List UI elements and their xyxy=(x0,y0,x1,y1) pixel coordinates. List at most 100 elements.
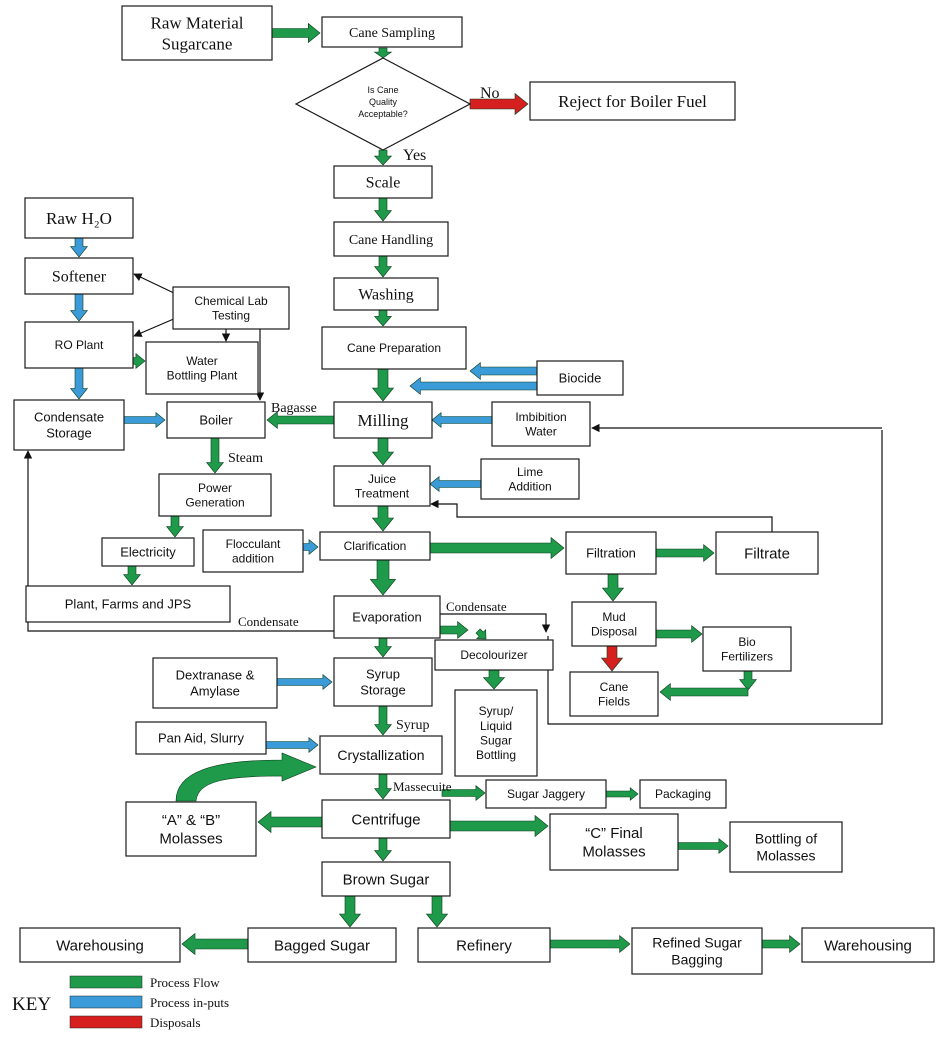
node-label: Evaporation xyxy=(352,610,421,625)
node-filtration: Filtration xyxy=(565,531,657,575)
node-label: Cane Handling xyxy=(349,233,433,248)
connector-lab-to-ro xyxy=(133,317,177,337)
flow-arrow xyxy=(371,505,395,532)
condensate-loop-line xyxy=(547,430,883,725)
node-label: Generation xyxy=(185,496,244,510)
node-softener: Softener xyxy=(24,257,134,295)
input-arrow xyxy=(69,367,89,400)
reject-arrow xyxy=(469,92,529,116)
flow-arrow xyxy=(549,934,631,954)
node-plant-farms: Plant, Farms and JPS xyxy=(25,585,231,623)
node-label: Mud xyxy=(602,610,625,624)
condensate-to-storage-line xyxy=(23,450,334,632)
input-arrow xyxy=(69,293,89,322)
flow-arrow xyxy=(373,837,393,862)
node-label: Amylase xyxy=(190,683,240,698)
node-label: Chemical Lab xyxy=(194,294,268,308)
node-label: Dextranase & xyxy=(176,668,255,683)
flow-arrow xyxy=(373,197,393,222)
node-label: Reject for Boiler Fuel xyxy=(558,92,707,111)
node-label: Softener xyxy=(52,269,107,286)
legend-item: Disposals xyxy=(150,1015,201,1030)
input-arrow xyxy=(123,411,166,429)
node-label: Cane Sampling xyxy=(349,26,435,41)
node-label: Electricity xyxy=(120,545,176,560)
flow-arrow xyxy=(373,309,393,327)
node-label: Testing xyxy=(212,309,250,323)
node-label: Bottling of xyxy=(755,830,817,846)
node-crystallization: Crystallization xyxy=(319,735,443,775)
flow-arrow xyxy=(338,895,362,928)
filtrate-return-line xyxy=(430,499,773,532)
node-label: Treatment xyxy=(355,487,410,501)
node-label: “A” & “B” xyxy=(162,812,220,829)
node-ro-plant: RO Plant xyxy=(24,321,134,369)
edge-label-no: No xyxy=(480,85,500,102)
flow-arrow xyxy=(449,814,549,838)
legend-swatch xyxy=(69,995,143,1009)
flow-arrow-bagasse xyxy=(266,410,335,430)
node-label: Sugarcane xyxy=(162,34,233,53)
connector-lab-to-softener xyxy=(133,273,177,295)
node-label: Milling xyxy=(357,411,409,430)
node-label: Boiler xyxy=(199,413,233,428)
node-label: Refined Sugar xyxy=(652,934,742,950)
legend-item: Process Flow xyxy=(150,975,220,990)
flow-arrow xyxy=(605,787,639,801)
edge-label-steam: Steam xyxy=(228,451,263,466)
node-label: Imbibition xyxy=(515,410,566,424)
node-label: Bio xyxy=(738,635,756,649)
edge-label-bagasse: Bagasse xyxy=(271,401,317,416)
node-label: Packaging xyxy=(655,787,711,801)
node-label: Filtration xyxy=(586,546,636,561)
node-cane-handling: Cane Handling xyxy=(333,221,449,257)
node-electricity: Electricity xyxy=(101,537,195,567)
node-label: Cane xyxy=(600,680,629,694)
flow-arrow xyxy=(761,934,801,954)
flow-arrow-sampling-to-decision xyxy=(373,47,393,59)
decision-label: Acceptable? xyxy=(358,109,408,119)
node-milling: Milling xyxy=(333,401,433,439)
input-arrow-flocculant xyxy=(302,538,319,556)
node-biocide: Biocide xyxy=(536,360,624,396)
node-label: Brown Sugar xyxy=(343,871,430,888)
disposal-arrow-cane-fields xyxy=(600,645,624,672)
node-label: Power xyxy=(198,481,232,495)
node-label: Flocculant xyxy=(226,537,281,551)
node-label: Raw H₂O xyxy=(46,209,112,228)
decision-label: Quality xyxy=(369,97,398,107)
edge-label-yes: Yes xyxy=(403,147,426,164)
flow-arrow xyxy=(601,573,625,602)
node-ab-molasses: “A” & “B”Molasses xyxy=(125,801,257,857)
node-label: Molasses xyxy=(582,843,645,860)
node-reject: Reject for Boiler Fuel xyxy=(529,81,736,121)
node-label: Cane Preparation xyxy=(347,341,441,355)
node-label: Crystallization xyxy=(337,747,424,763)
node-label: RO Plant xyxy=(55,338,104,352)
node-cane-preparation: Cane Preparation xyxy=(321,326,467,370)
flow-arrow-to-ab-molasses xyxy=(257,810,323,834)
node-label: Addition xyxy=(508,480,551,494)
node-label: Washing xyxy=(358,287,414,304)
node-label: Decolourizer xyxy=(460,648,527,662)
node-label: Scale xyxy=(366,175,401,192)
node-label: Molasses xyxy=(159,830,222,847)
node-label: Bagged Sugar xyxy=(274,937,370,954)
node-label: Disposal xyxy=(591,625,637,639)
flow-arrow xyxy=(439,620,469,640)
flow-arrow xyxy=(655,624,703,644)
node-cane-sampling: Cane Sampling xyxy=(321,16,463,48)
edge-label-condensate-left: Condensate xyxy=(238,614,299,629)
